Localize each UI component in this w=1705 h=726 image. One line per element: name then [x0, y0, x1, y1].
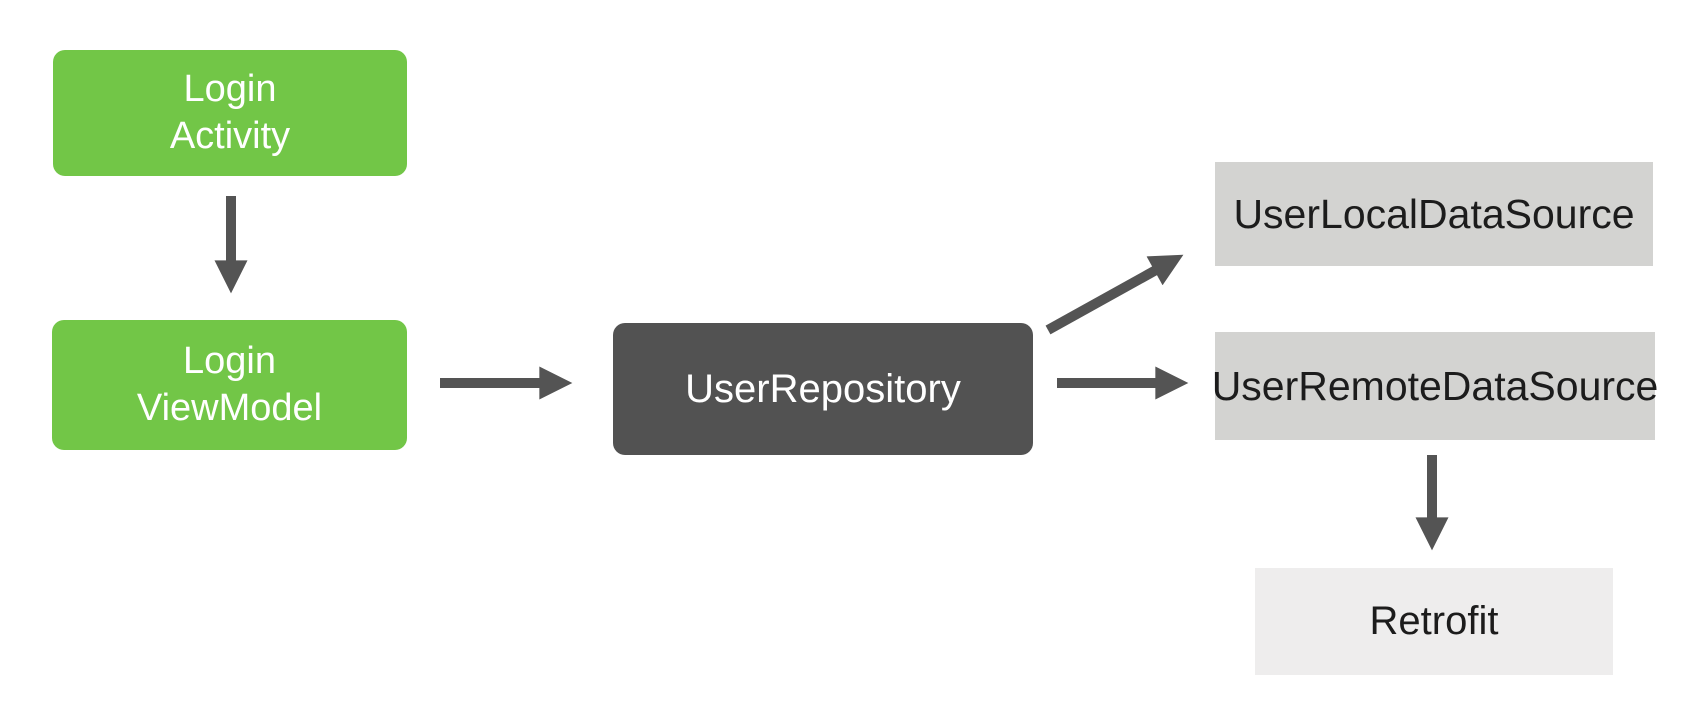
- node-user-remote-data-source-label: UserRemoteDataSource: [1211, 362, 1659, 409]
- node-login-viewmodel-label-line2: ViewModel: [136, 387, 323, 429]
- node-login-activity-label-line1: Login: [183, 68, 277, 110]
- node-user-local-data-source-label: UserLocalDataSource: [1233, 190, 1635, 237]
- node-retrofit-label: Retrofit: [1369, 599, 1499, 643]
- arrow-repository-to-localdatasource: [1045, 254, 1184, 335]
- node-login-activity-label-line2: Activity: [169, 115, 291, 157]
- node-user-remote-data-source: UserRemoteDataSource: [1212, 332, 1658, 440]
- node-user-local-data-source: UserLocalDataSource: [1215, 162, 1653, 266]
- node-user-repository-label: UserRepository: [685, 366, 961, 411]
- node-login-viewmodel: Login ViewModel: [52, 320, 407, 450]
- node-login-activity: Login Activity: [53, 50, 407, 176]
- node-user-repository: UserRepository: [613, 323, 1033, 455]
- node-retrofit: Retrofit: [1255, 568, 1613, 675]
- node-login-viewmodel-label-line1: Login: [183, 340, 276, 382]
